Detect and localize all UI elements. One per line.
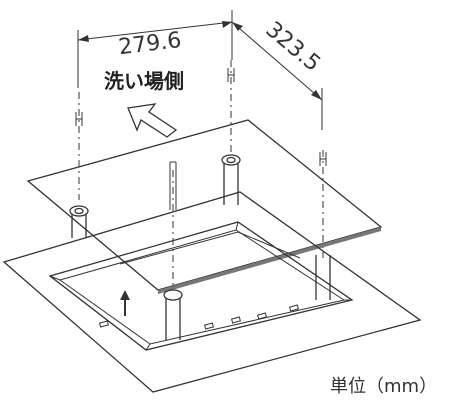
center-bracket — [163, 289, 183, 340]
hanging-brackets — [69, 154, 331, 300]
top-bolts — [75, 60, 327, 290]
depth-dimension-label: 323.5 — [261, 17, 325, 77]
up-arrow-icon — [120, 290, 130, 316]
depth-dimension: 323.5 — [231, 17, 325, 130]
ceiling-panel — [26, 119, 383, 294]
frame-slots — [99, 304, 299, 330]
wash-side-label: 洗い場側 — [104, 69, 184, 93]
unit-label: 単位（mm） — [330, 376, 437, 397]
width-dimension-label: 279.6 — [117, 28, 183, 60]
hollow-arrow-icon — [127, 103, 178, 138]
mounting-frame — [2, 191, 422, 393]
